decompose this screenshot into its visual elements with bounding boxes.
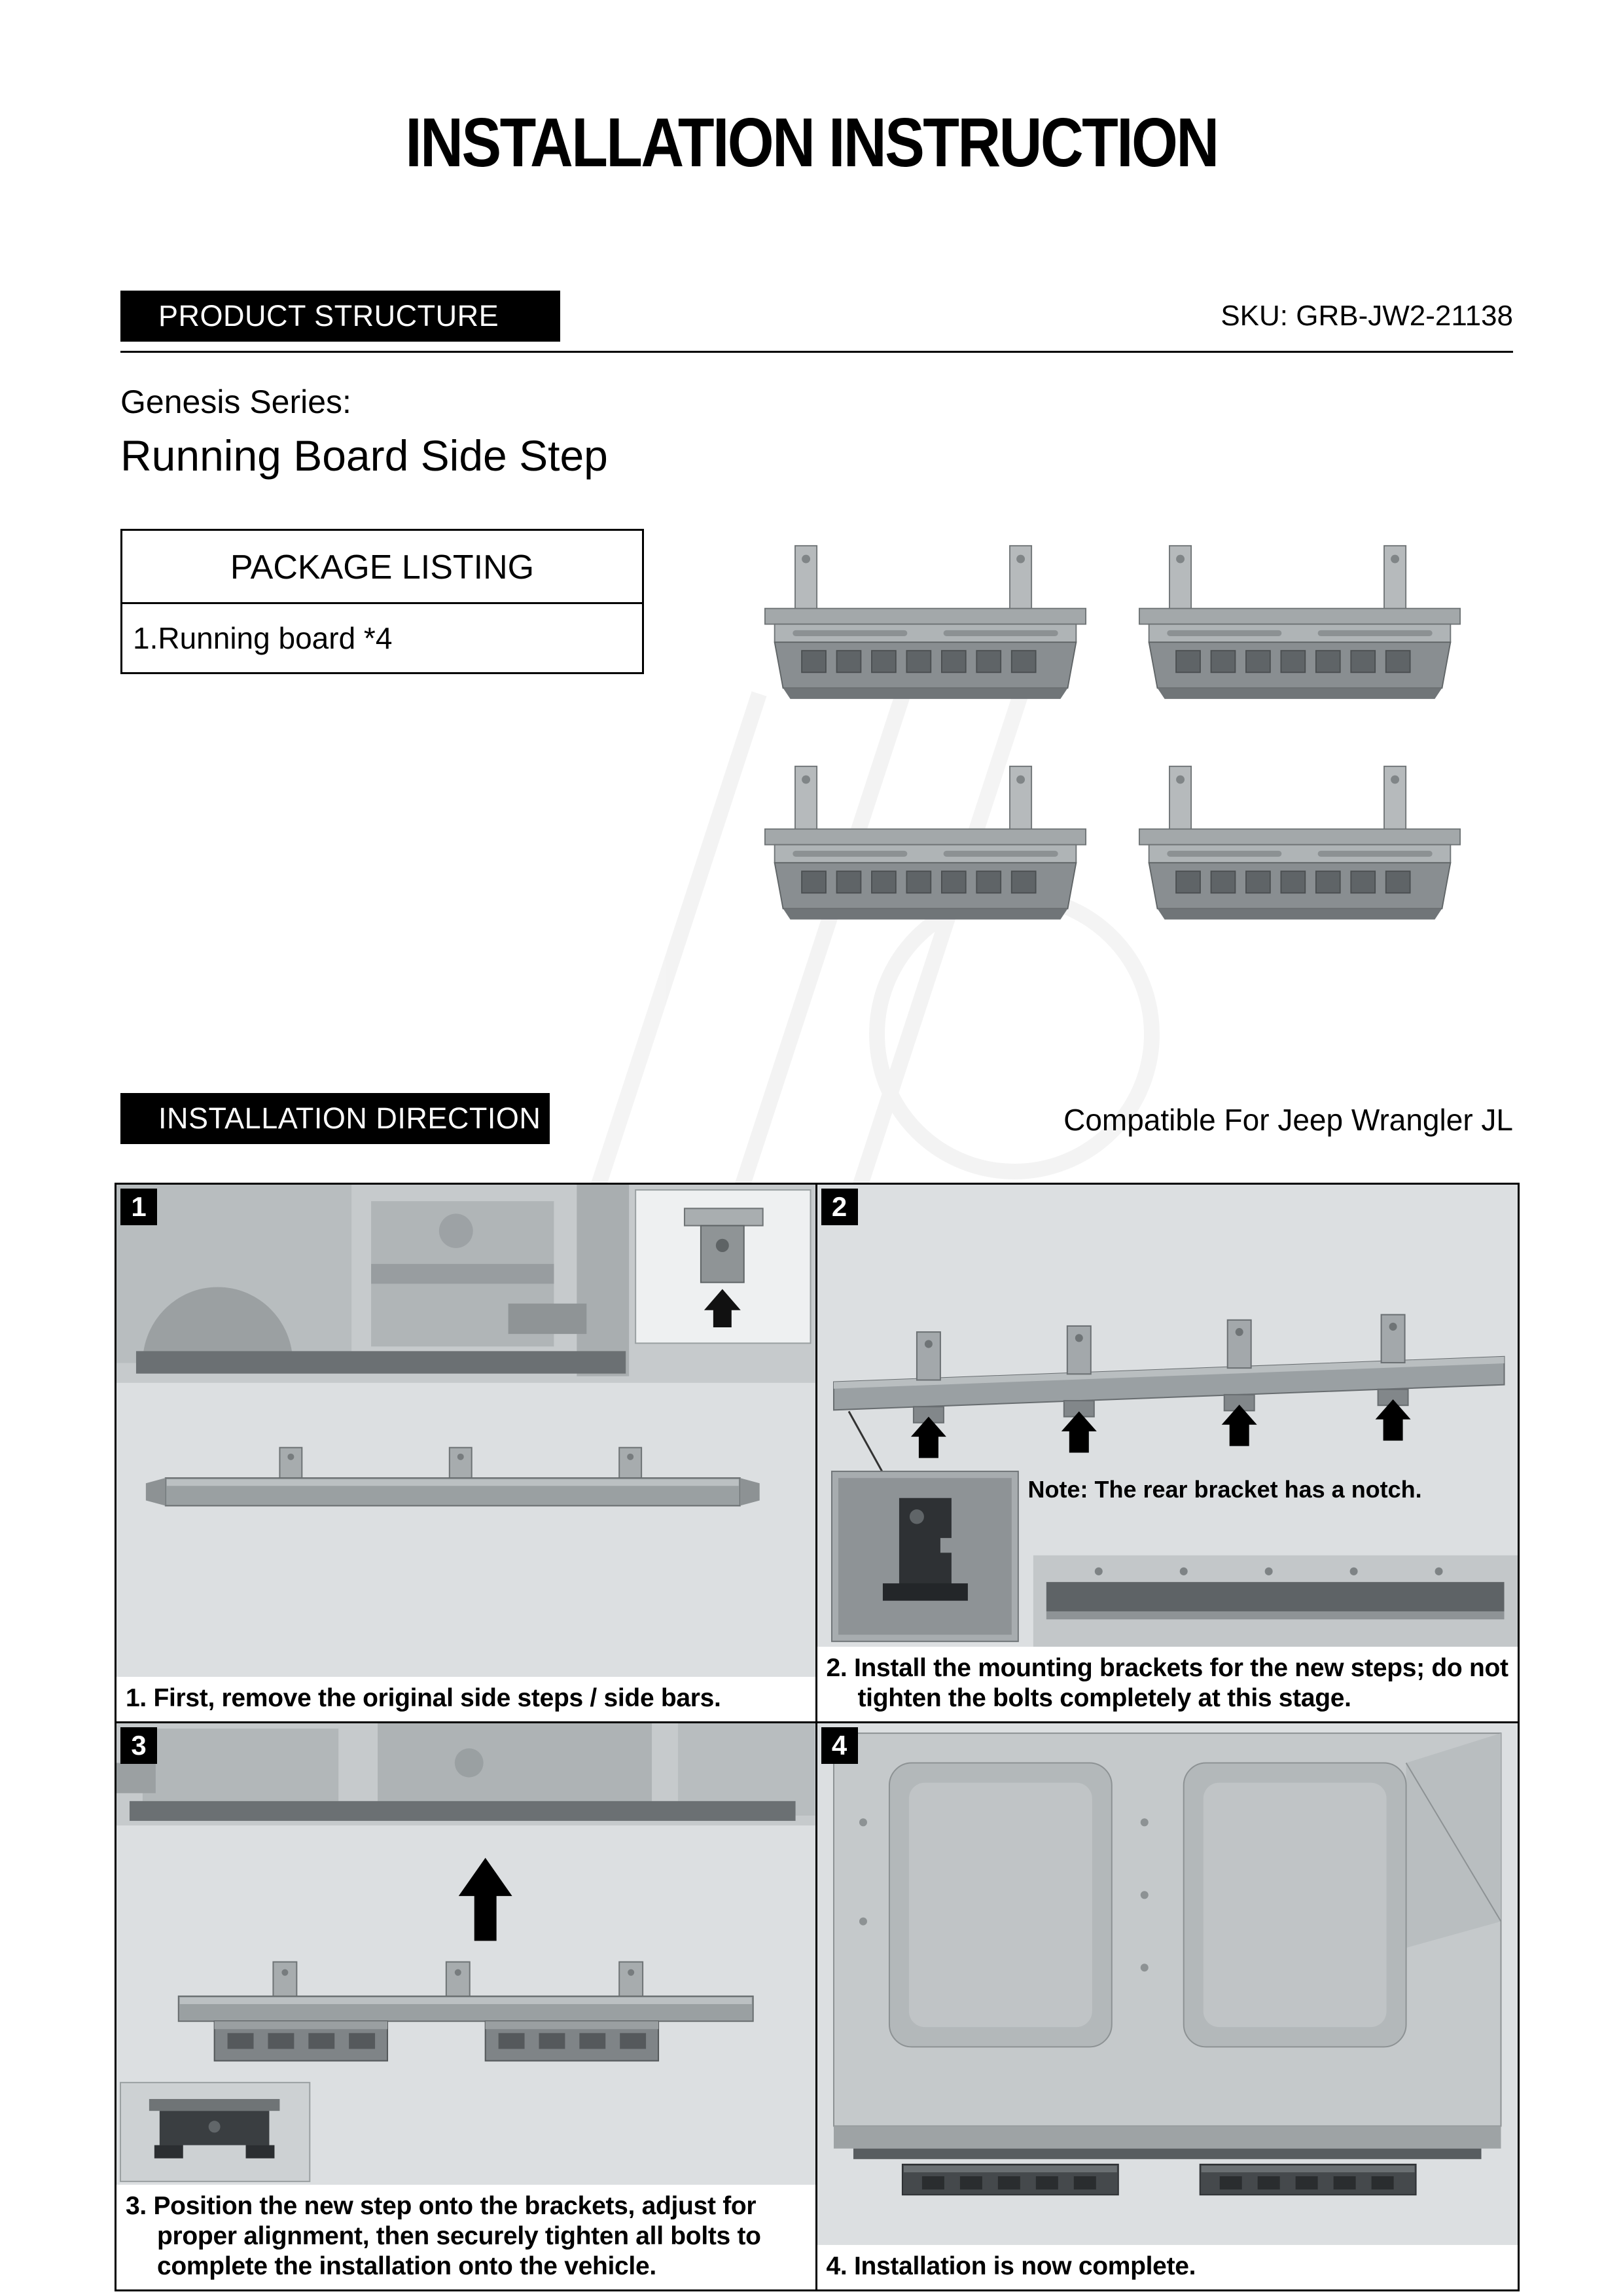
package-listing-header: PACKAGE LISTING — [122, 531, 642, 604]
step-1-illustration — [116, 1185, 815, 1677]
up-arrow-icons — [910, 1399, 1411, 1458]
step-number-badge: 1 — [120, 1189, 157, 1225]
step-2-caption: 2. Install the mounting brackets for the… — [817, 1646, 1518, 1721]
running-board-image — [764, 765, 1087, 920]
step-4-caption: 4. Installation is now complete. — [817, 2244, 1518, 2289]
running-board-image — [764, 545, 1087, 700]
step-front-inset — [119, 2081, 311, 2182]
new-running-board — [177, 1961, 754, 2062]
step-1-drawing — [116, 1185, 815, 1507]
page-title: INSTALLATION INSTRUCTION — [405, 104, 1219, 181]
step-3-drawing — [116, 1723, 815, 2182]
package-listing-box: PACKAGE LISTING 1.Running board *4 — [120, 529, 644, 674]
running-board-image — [1138, 545, 1461, 700]
bracket-notch-note: Note: The rear bracket has a notch. — [1027, 1476, 1422, 1503]
original-side-bar — [145, 1446, 760, 1507]
running-board-image — [1138, 765, 1461, 920]
installation-steps: 1 — [115, 1183, 1520, 2291]
step-1-caption: 1. First, remove the original side steps… — [116, 1676, 815, 1721]
up-arrow-icon — [458, 1857, 512, 1941]
step-number-badge: 3 — [120, 1727, 157, 1764]
step-2-illustration: Note: The rear bracket has a notch. — [817, 1185, 1518, 1647]
compatibility-label: Compatible For Jeep Wrangler JL — [1063, 1103, 1513, 1137]
package-listing-item: 1.Running board *4 — [133, 621, 393, 655]
step-panel-4: 4 — [817, 1723, 1518, 2289]
step-number-badge: 2 — [821, 1189, 858, 1225]
installed-running-boards — [901, 2163, 1417, 2196]
product-images — [757, 533, 1470, 952]
notch-bracket-inset — [830, 1471, 1019, 1642]
up-arrow-icon — [704, 1289, 741, 1328]
step-4-illustration — [817, 1723, 1518, 2245]
product-name: Running Board Side Step — [120, 431, 608, 480]
step-3-caption: 3. Position the new step onto the bracke… — [116, 2184, 815, 2289]
bracket-detail-inset — [635, 1189, 812, 1344]
series-label: Genesis Series: — [120, 384, 351, 420]
mounting-brackets — [916, 1314, 1406, 1381]
step-panel-2: 2 — [817, 1185, 1518, 1723]
sku-label: SKU: GRB-JW2-21138 — [1221, 300, 1513, 332]
step-3-illustration — [116, 1723, 815, 2185]
step-panel-3: 3 — [116, 1723, 817, 2289]
step-2-drawing — [830, 1314, 1518, 1647]
step-panel-1: 1 — [116, 1185, 817, 1723]
step-number-badge: 4 — [821, 1727, 858, 1764]
divider-rule — [120, 351, 1513, 353]
product-structure-banner: PRODUCT STRUCTURE — [120, 291, 560, 342]
installation-direction-banner: INSTALLATION DIRECTION — [120, 1093, 550, 1144]
step-4-drawing — [832, 1732, 1502, 2196]
vehicle-rocker-partial — [1033, 1555, 1518, 1647]
